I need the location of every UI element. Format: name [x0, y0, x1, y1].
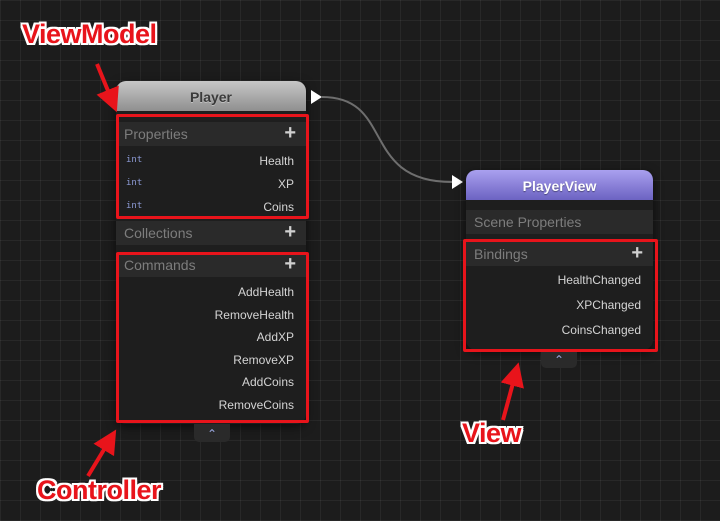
playerview-node-title: PlayerView [522, 178, 597, 194]
property-type: int [126, 201, 143, 211]
playerview-input-port-icon[interactable] [452, 175, 463, 189]
viewmodel-annotation: ViewModel [22, 19, 157, 49]
properties-label: Properties [124, 126, 188, 142]
command-item-addxp[interactable]: AddXP [116, 326, 306, 348]
collections-label: Collections [124, 225, 193, 241]
player-collapse-toggle[interactable]: ⌃ [194, 424, 230, 442]
controller-arrow [86, 429, 117, 478]
chevron-up-icon: ⌃ [553, 353, 565, 367]
controller-annotation: Controller [37, 475, 162, 505]
command-item-addhealth[interactable]: AddHealth [116, 281, 306, 303]
command-name: AddXP [256, 330, 294, 344]
connection-curve [321, 96, 453, 183]
view-highlight-box [463, 239, 658, 352]
add-command-icon[interactable]: + [284, 253, 296, 275]
property-type: int [126, 155, 143, 165]
commands-section-header: Commands + [116, 253, 306, 277]
scene-properties-section-header: Scene Properties [466, 210, 653, 234]
property-name: Health [259, 154, 294, 168]
viewmodel-arrow [95, 63, 119, 113]
binding-item-xpchanged[interactable]: XPChanged [466, 294, 653, 316]
playerview-node[interactable]: PlayerView Scene Properties Bindings + H… [466, 170, 653, 350]
command-name: AddHealth [237, 285, 294, 299]
player-node-title: Player [189, 89, 233, 105]
add-collection-icon[interactable]: + [284, 221, 296, 243]
commands-label: Commands [124, 257, 196, 273]
binding-item-coinschanged[interactable]: CoinsChanged [466, 319, 653, 341]
add-property-icon[interactable]: + [284, 122, 296, 144]
binding-name: XPChanged [576, 298, 641, 312]
command-item-removecoins[interactable]: RemoveCoins [116, 394, 306, 416]
command-name: RemoveCoins [218, 398, 294, 412]
command-item-removexp[interactable]: RemoveXP [116, 349, 306, 371]
property-item-xp[interactable]: int XP [116, 173, 306, 195]
controller-highlight-box [116, 252, 309, 423]
binding-item-healthchanged[interactable]: HealthChanged [466, 269, 653, 291]
scene-properties-label: Scene Properties [474, 214, 582, 230]
command-item-addcoins[interactable]: AddCoins [116, 371, 306, 393]
property-item-health[interactable]: int Health [116, 150, 306, 172]
player-output-port-icon[interactable] [311, 90, 322, 104]
property-name: XP [277, 177, 294, 191]
player-node-header[interactable]: Player [116, 81, 306, 111]
view-arrow [500, 362, 524, 421]
chevron-up-icon: ⌃ [206, 427, 218, 441]
properties-section-header: Properties + [116, 122, 306, 146]
property-item-coins[interactable]: int Coins [116, 196, 306, 218]
command-name: RemoveXP [233, 353, 294, 367]
add-binding-icon[interactable]: + [631, 242, 643, 264]
collections-section-header: Collections + [116, 221, 306, 245]
property-type: int [126, 178, 143, 188]
bindings-label: Bindings [474, 246, 528, 262]
binding-name: CoinsChanged [561, 323, 641, 337]
command-item-removehealth[interactable]: RemoveHealth [116, 304, 306, 326]
bindings-section-header: Bindings + [466, 242, 653, 266]
playerview-node-header[interactable]: PlayerView [466, 170, 653, 200]
binding-name: HealthChanged [557, 273, 641, 287]
command-name: AddCoins [241, 375, 294, 389]
viewmodel-highlight-box [116, 114, 309, 219]
view-annotation: View [462, 418, 522, 448]
property-name: Coins [263, 200, 294, 214]
command-name: RemoveHealth [214, 308, 294, 322]
playerview-collapse-toggle[interactable]: ⌃ [541, 350, 577, 368]
